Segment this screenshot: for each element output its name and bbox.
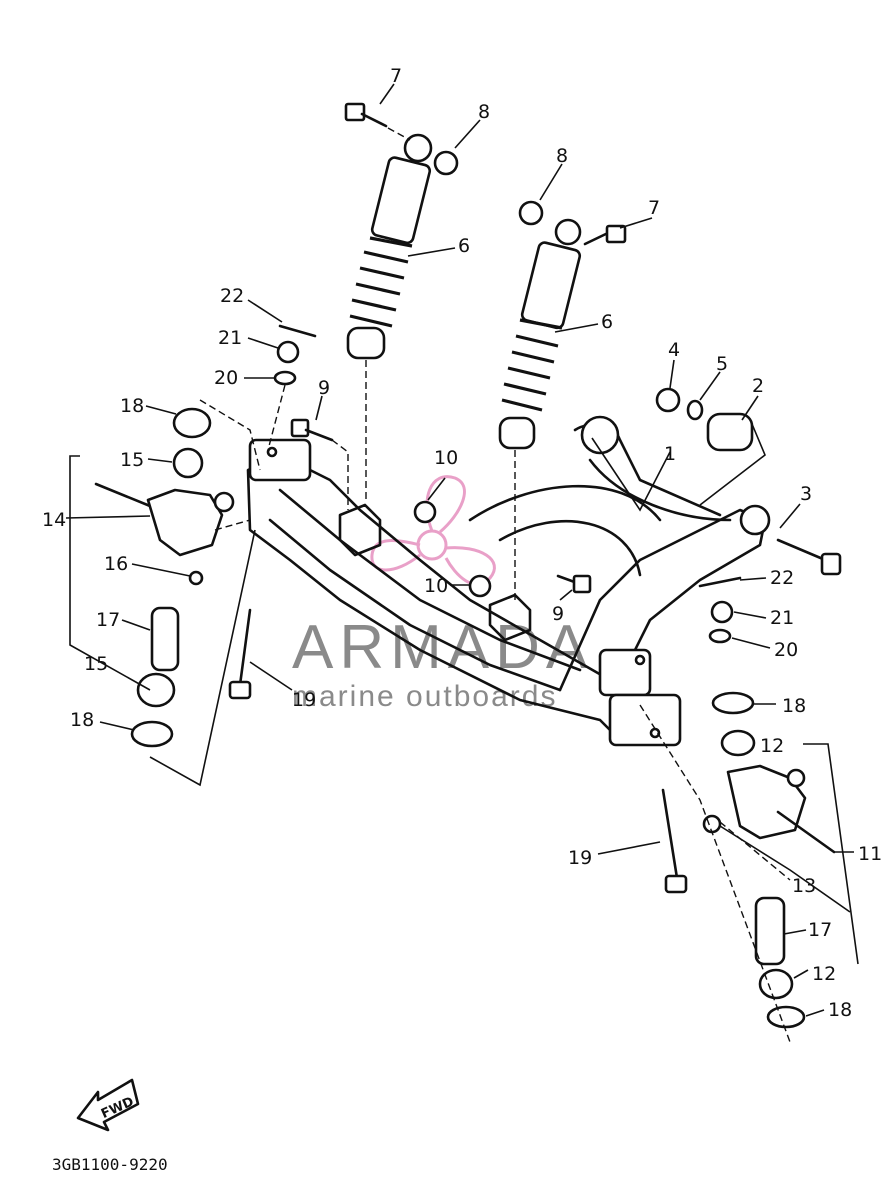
callout-12-lower: 12 (812, 963, 836, 985)
shock-absorber-left (346, 133, 433, 500)
callout-3: 3 (800, 483, 812, 505)
cotter-pin-22-left (278, 324, 317, 338)
castle-nut-21-right (710, 600, 734, 624)
front-arm-frame (246, 415, 771, 747)
nut-8-left (433, 150, 459, 176)
callout-15-lower: 15 (84, 653, 108, 675)
callout-12-upper: 12 (760, 735, 784, 757)
fwd-arrow: FWD (76, 1078, 140, 1132)
arrow-left-icon (76, 1078, 140, 1132)
callout-20-right: 20 (774, 639, 798, 661)
nut-8-right (518, 200, 544, 226)
callout-18-upper-left: 18 (120, 395, 144, 417)
callout-10-upper: 10 (434, 447, 458, 469)
seal-18-upper-right (711, 691, 755, 715)
callout-22-right: 22 (770, 567, 794, 589)
callout-18-lower-left: 18 (70, 709, 94, 731)
watermark-tagline: marine outboards (292, 680, 557, 713)
callout-19-left: 19 (292, 689, 316, 711)
callout-6-left: 6 (458, 235, 470, 257)
callout-4: 4 (668, 339, 680, 361)
bolt-7-left (344, 102, 411, 141)
callout-22-left: 22 (220, 285, 244, 307)
watermark-brand: ARMADA (292, 613, 593, 682)
callout-13: 13 (792, 875, 816, 897)
callout-labels: 7 8 8 7 6 6 22 21 20 9 18 15 14 16 17 15… (42, 65, 882, 1021)
washer-5 (686, 399, 704, 421)
bolt-7-right (583, 224, 627, 246)
pivot-bolt-19-left (228, 608, 252, 700)
callout-8-right: 8 (556, 145, 568, 167)
callout-10-lower: 10 (424, 575, 448, 597)
callout-5: 5 (716, 353, 728, 375)
cotter-pin-22-right (698, 576, 742, 588)
callout-17-right: 17 (808, 919, 832, 941)
castle-nut-21-left (276, 340, 300, 364)
callout-17-left: 17 (96, 609, 120, 631)
shock-absorber-right (498, 218, 582, 600)
nut-10-upper (413, 500, 437, 524)
nut-10-lower (468, 574, 492, 598)
callout-2: 2 (752, 375, 764, 397)
callout-21-right: 21 (770, 607, 794, 629)
callout-7-right: 7 (648, 197, 660, 219)
callout-20-left: 20 (214, 367, 238, 389)
washer-20-left (267, 370, 297, 451)
callout-8-left: 8 (478, 101, 490, 123)
callout-9-left: 9 (318, 377, 330, 399)
bolt-9-right (556, 574, 592, 594)
callout-6-right: 6 (601, 311, 613, 333)
nut-4 (655, 387, 681, 413)
callout-21-left: 21 (218, 327, 242, 349)
bolt-9-left (290, 418, 349, 510)
callout-16: 16 (104, 553, 128, 575)
callout-9-right: 9 (552, 603, 564, 625)
propeller-icon (370, 475, 496, 586)
bolt-3 (776, 538, 842, 576)
callout-11: 11 (858, 843, 882, 865)
callout-18-upper-right: 18 (782, 695, 806, 717)
callout-15-upper: 15 (120, 449, 144, 471)
callout-14: 14 (42, 509, 66, 531)
pivot-bolt-19-right (661, 788, 688, 894)
callout-7-left: 7 (390, 65, 402, 87)
callout-18-lower-right: 18 (828, 999, 852, 1021)
diagram-code: 3GB1100-9220 (52, 1155, 168, 1174)
callout-19-right: 19 (568, 847, 592, 869)
bushing-2 (706, 412, 754, 452)
washer-20-right (708, 628, 732, 644)
right-knuckle-assembly (639, 704, 859, 1043)
callout-1: 1 (664, 443, 676, 465)
left-knuckle-assembly (69, 399, 261, 787)
leader-lines (65, 83, 854, 1017)
